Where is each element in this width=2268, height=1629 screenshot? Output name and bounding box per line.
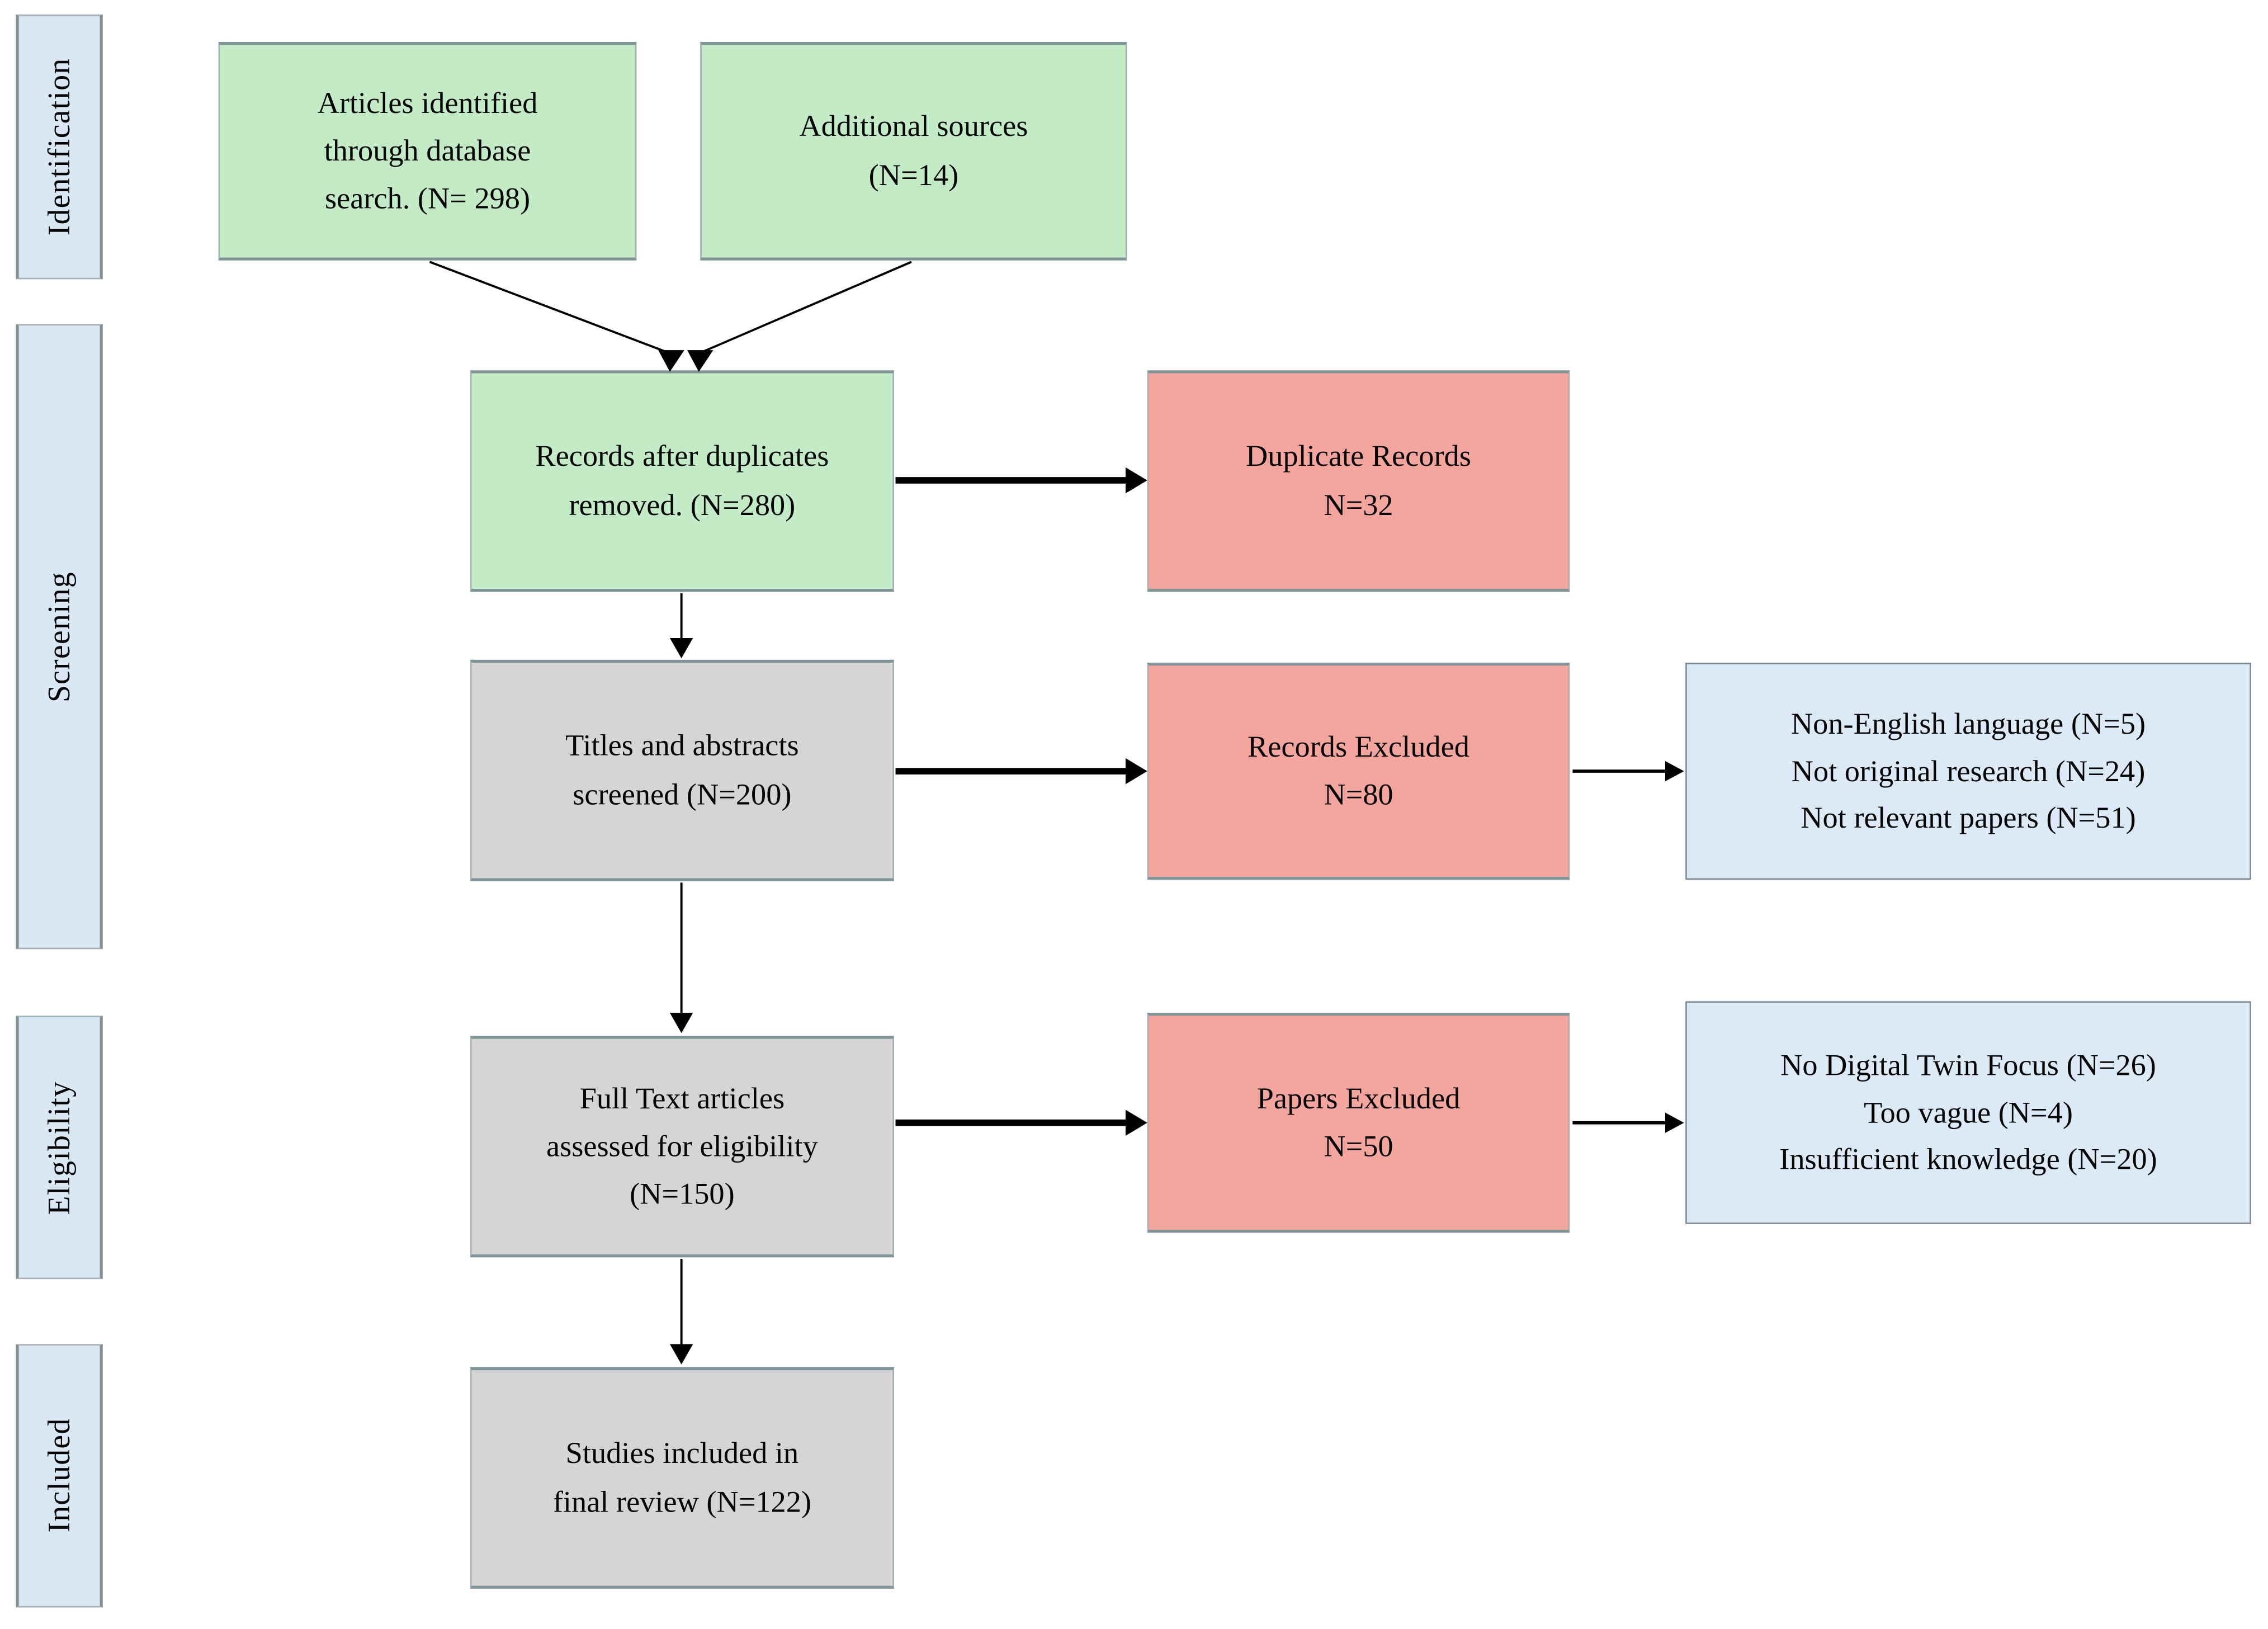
flow-box-database-search: Articles identified through database sea… [218,42,637,261]
stage-identification-label: Identification [41,58,76,236]
arrowhead-dedup-to-screened [669,638,693,659]
arrowhead-fulltext-to-papers-excluded [1125,1109,1147,1136]
flow-box-papers-excluded: Papers Excluded N=50 [1147,1013,1570,1233]
arrow-additional-to-dedup [702,261,912,353]
stage-identification: Identification [16,14,103,280]
flow-box-titles-abstracts-screened: Titles and abstracts screened (N=200) [470,659,894,881]
flow-box-database-search-text: Articles identified through database sea… [317,84,538,216]
stage-included: Included [16,1344,103,1608]
panel-screening-exclusion-reasons-text: Non-English language (N=5) Not original … [1790,706,2146,835]
panel-eligibility-exclusion-reasons-text: No Digital Twin Focus (N=26) Too vague (… [1779,1047,2157,1177]
arrowhead-screened-to-excluded [1125,758,1147,785]
arrowhead-dbsearch-to-dedup [658,350,684,372]
flow-box-fulltext-assessed: Full Text articles assessed for eligibil… [470,1036,894,1258]
arrow-dbsearch-to-dedup [429,261,666,353]
flow-box-records-after-duplicates-text: Records after duplicates removed. (N=280… [535,438,829,522]
flow-box-records-excluded-text: Records Excluded N=80 [1248,729,1470,812]
stage-screening: Screening [16,324,103,950]
arrowhead-excluded-to-screening-reasons [1665,761,1684,782]
arrowhead-dedup-to-duplicates [1125,467,1147,494]
stage-eligibility-label: Eligibility [41,1080,76,1215]
arrowhead-fulltext-to-included [669,1344,693,1364]
stage-screening-label: Screening [41,571,76,702]
panel-eligibility-exclusion-reasons: No Digital Twin Focus (N=26) Too vague (… [1685,1001,2251,1224]
flow-box-titles-abstracts-screened-text: Titles and abstracts screened (N=200) [565,728,799,811]
flow-box-studies-included-text: Studies included in final review (N=122) [552,1436,811,1519]
flow-box-additional-sources-text: Additional sources (N=14) [799,108,1028,192]
flow-box-additional-sources: Additional sources (N=14) [700,42,1127,261]
panel-screening-exclusion-reasons: Non-English language (N=5) Not original … [1685,662,2251,880]
flow-box-studies-included: Studies included in final review (N=122) [470,1367,894,1589]
arrowhead-additional-to-dedup [687,350,714,372]
flow-box-records-after-duplicates: Records after duplicates removed. (N=280… [470,370,894,592]
flow-box-papers-excluded-text: Papers Excluded N=50 [1256,1080,1461,1164]
stage-eligibility: Eligibility [16,1016,103,1279]
flow-box-records-excluded: Records Excluded N=80 [1147,662,1570,880]
arrowhead-papers-excluded-to-eligibility-reasons [1665,1112,1684,1133]
flow-box-duplicate-records-text: Duplicate Records N=32 [1246,438,1471,522]
arrowhead-screened-to-fulltext [669,1013,693,1033]
flow-box-fulltext-assessed-text: Full Text articles assessed for eligibil… [546,1080,818,1211]
stage-included-label: Included [41,1418,76,1533]
flow-box-duplicate-records: Duplicate Records N=32 [1147,370,1570,592]
